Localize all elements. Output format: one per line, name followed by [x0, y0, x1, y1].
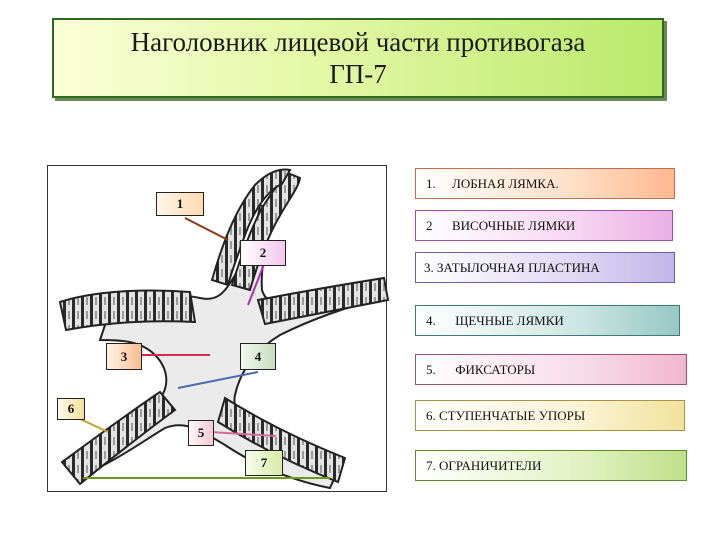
temporal-strap-right	[256, 276, 390, 326]
marker-4: 4	[240, 343, 276, 370]
legend-item-6: 6. СТУПЕНЧАТЫЕ УПОРЫ	[415, 400, 685, 431]
cheek-strap-right	[216, 396, 347, 484]
marker-2: 2	[240, 240, 286, 266]
legend-item-3: 3. ЗАТЫЛОЧНАЯ ПЛАСТИНА	[415, 252, 675, 283]
leader-line-4	[177, 371, 259, 389]
leader-line-2	[247, 261, 266, 306]
leader-line-5	[209, 431, 277, 437]
legend-item-2: 2 ВИСОЧНЫЕ ЛЯМКИ	[415, 210, 673, 241]
marker-6: 6	[57, 398, 85, 420]
legend-item-7: 7. ОГРАНИЧИТЕЛИ	[415, 450, 687, 481]
marker-3: 3	[106, 343, 142, 370]
occipital-left	[58, 289, 197, 332]
marker-5: 5	[188, 420, 214, 446]
title-banner: Наголовник лицевой части противогаза ГП-…	[52, 18, 664, 98]
cheek-strap-left	[60, 390, 177, 486]
legend-item-4: 4. ЩЕЧНЫЕ ЛЯМКИ	[415, 305, 680, 336]
leader-line-6	[77, 417, 109, 433]
legend-item-1: 1. ЛОБНАЯ ЛЯМКА.	[415, 168, 675, 199]
marker-7: 7	[245, 450, 283, 476]
leader-line-1	[184, 217, 229, 241]
legend-item-5: 5. ФИКСАТОРЫ	[415, 354, 687, 385]
title-line-1: Наголовник лицевой части противогаза	[130, 27, 586, 57]
title-line-2: ГП-7	[329, 59, 387, 89]
marker-1: 1	[156, 192, 204, 216]
